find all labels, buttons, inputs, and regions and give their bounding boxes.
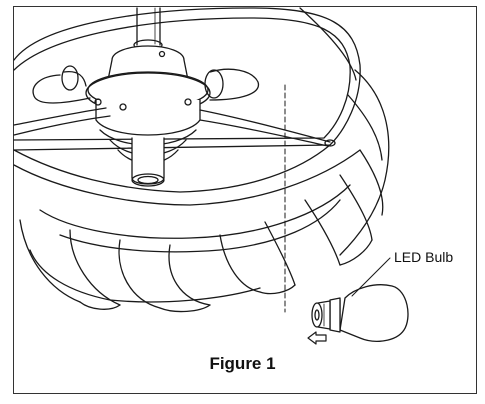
led-bulb-label: LED Bulb: [394, 249, 454, 265]
cage-supports: [13, 107, 336, 147]
socket-arms: [32, 65, 260, 187]
motor-housing: [85, 45, 211, 164]
led-bulb-illustration: [311, 284, 409, 342]
cage-top-rim: [13, 7, 361, 151]
insert-arrow-icon: [307, 331, 327, 345]
callout-leader: [351, 257, 391, 297]
downrod: [133, 7, 163, 51]
figure-border: [13, 6, 477, 394]
figure-caption: Figure 1: [209, 354, 276, 373]
cage-body: [13, 69, 390, 313]
